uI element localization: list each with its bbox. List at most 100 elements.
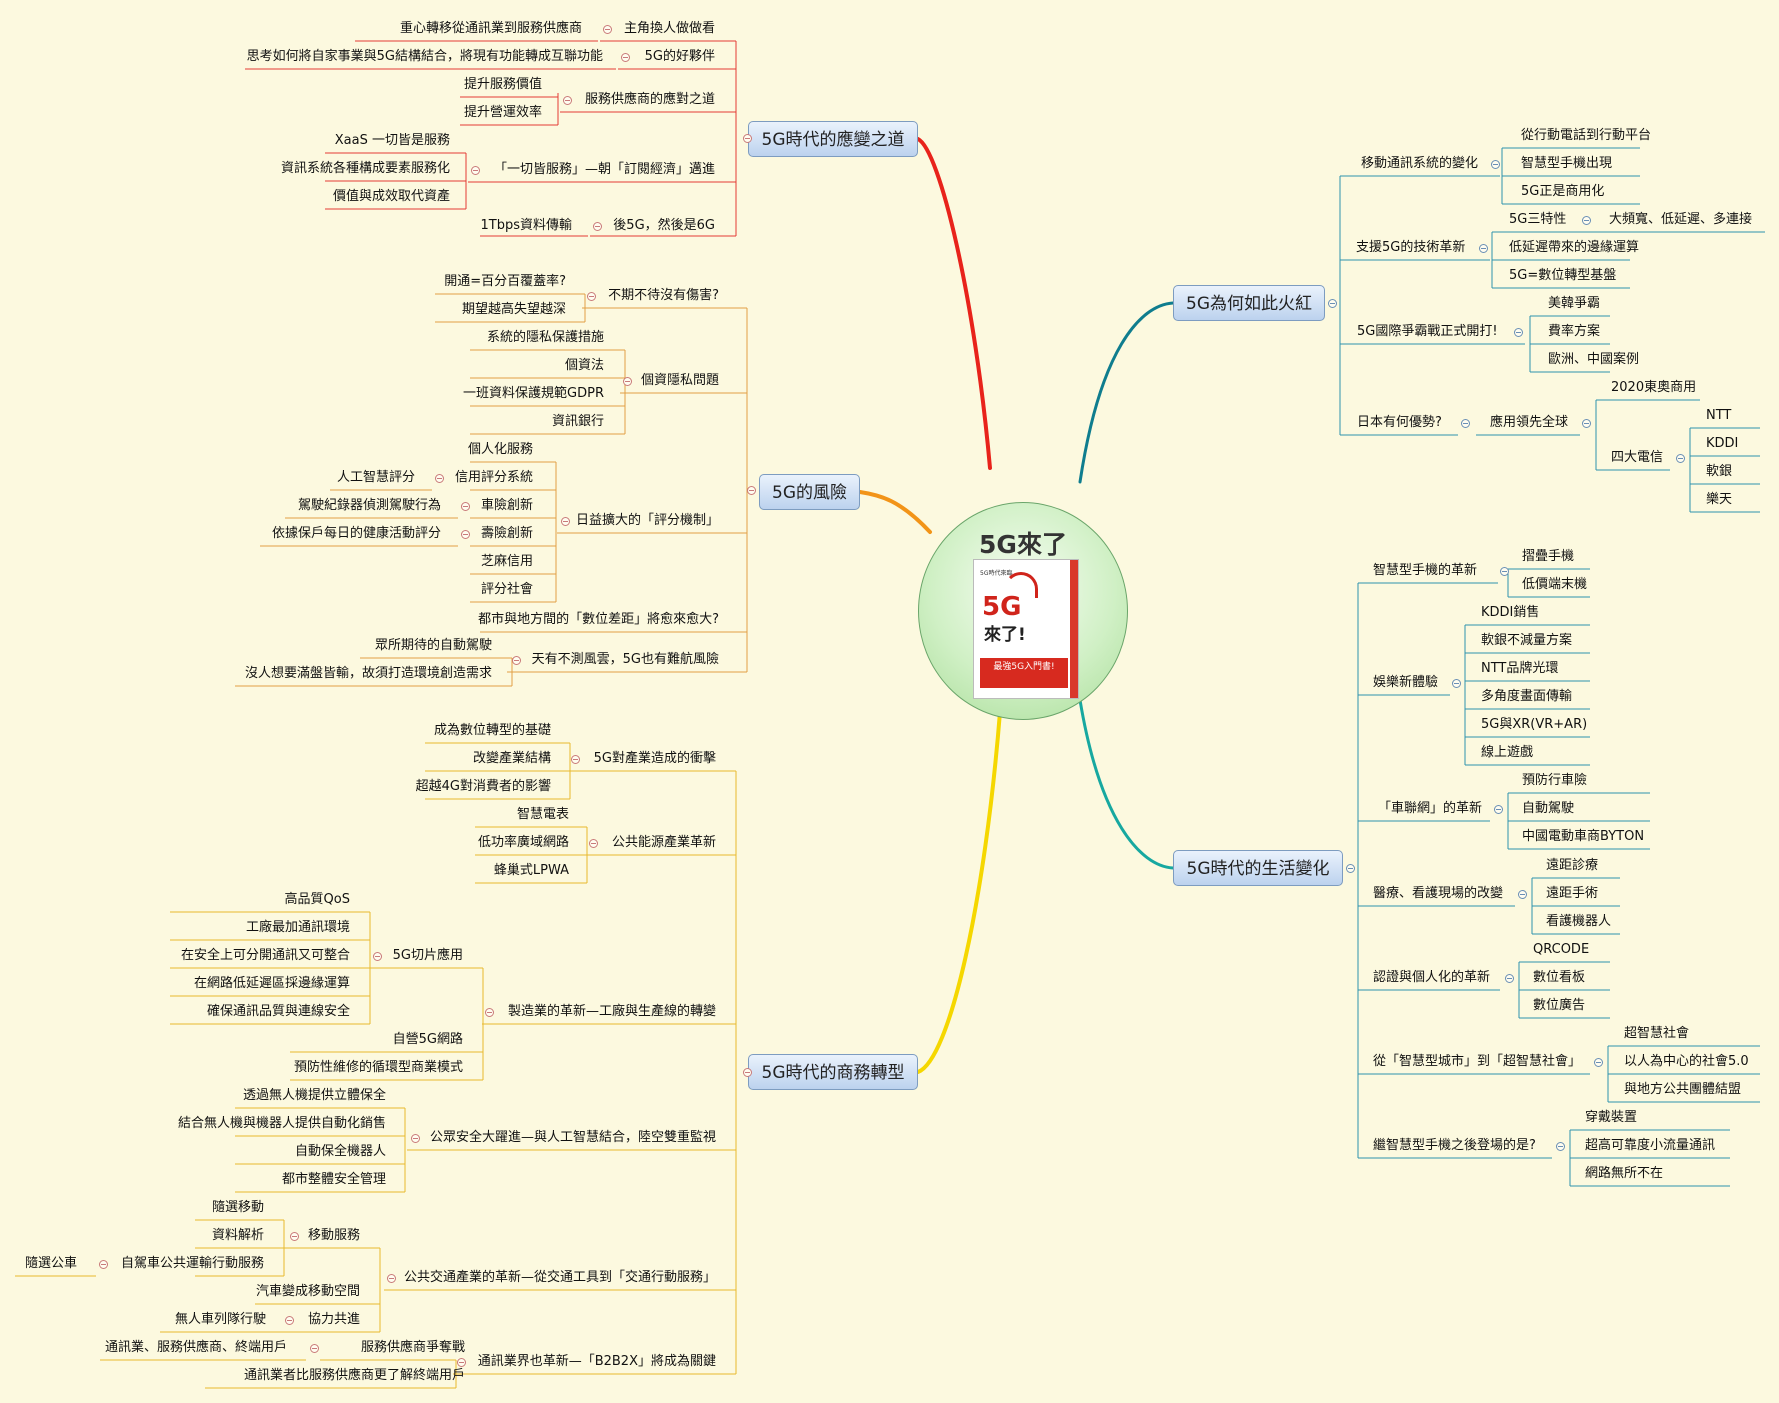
topic-label[interactable]: XaaS 一切皆是服務 [334,133,450,148]
main-topic-why[interactable]: 5G為何如此火紅 [1173,285,1325,321]
topic-label[interactable]: 無人車列隊行駛 [174,1312,266,1327]
topic-label[interactable]: 高品質QoS [284,892,350,907]
topic-label[interactable]: 5G與XR(VR+AR) [1481,717,1588,732]
topic-label[interactable]: 支援5G的技術革新 [1356,240,1466,255]
topic-label[interactable]: 美韓爭霸 [1548,296,1601,311]
topic-label[interactable]: 思考如何將自家事業與5G結構結合，將現有功能轉成互聯功能 [246,49,603,64]
collapse-toggle-icon[interactable] [1491,160,1500,169]
topic-label[interactable]: 天有不測風雲，5G也有難航風險 [531,652,719,667]
main-topic-business[interactable]: 5G時代的商務轉型 [748,1054,918,1090]
topic-label[interactable]: 成為數位轉型的基礎 [433,723,551,738]
topic-label[interactable]: 線上遊戲 [1481,745,1534,760]
collapse-toggle-icon[interactable] [1582,419,1591,428]
topic-label[interactable]: 摺疊手機 [1522,549,1575,564]
topic-label[interactable]: 評分社會 [480,582,533,597]
collapse-toggle-icon[interactable] [512,656,521,665]
collapse-toggle-icon[interactable] [1518,890,1527,899]
collapse-toggle-icon[interactable] [1328,299,1337,308]
collapse-toggle-icon[interactable] [99,1260,108,1269]
topic-label[interactable]: 公眾安全大躍進—與人工智慧結合，陸空雙重監視 [429,1130,716,1145]
topic-label[interactable]: 自動保全機器人 [294,1144,386,1159]
topic-label[interactable]: 低價端末機 [1522,577,1588,592]
topic-label[interactable]: 5G的好夥伴 [644,49,715,64]
topic-label[interactable]: 一班資料保護規範GDPR [463,386,604,401]
topic-label[interactable]: 「車聯網」的革新 [1378,801,1483,816]
topic-label[interactable]: 隨選移動 [211,1200,264,1215]
collapse-toggle-icon[interactable] [1494,805,1503,814]
topic-label[interactable]: 主角換人做做看 [623,21,715,36]
collapse-toggle-icon[interactable] [743,134,752,143]
central-topic[interactable]: 5G來了 5G時代來臨 5G 來了! 最強5G入門書! [918,502,1128,720]
topic-label[interactable]: 預防性維修的循環型商業模式 [293,1060,463,1075]
topic-label[interactable]: 日益擴大的「評分機制」 [575,513,719,528]
topic-label[interactable]: 從「智慧型城市」到「超智慧社會」 [1373,1054,1582,1069]
topic-label[interactable]: 通訊業者比服務供應商更了解終端用戶 [243,1368,465,1383]
topic-label[interactable]: 資料解析 [211,1228,264,1243]
topic-label[interactable]: 在網路低延遲區採邊緣運算 [193,976,350,991]
topic-label[interactable]: KDDI銷售 [1481,605,1540,620]
topic-label[interactable]: NTT品牌光環 [1481,661,1559,676]
topic-label[interactable]: 信用評分系統 [454,470,533,485]
collapse-toggle-icon[interactable] [571,755,580,764]
topic-label[interactable]: 眾所期待的自動駕駛 [374,638,492,653]
topic-label[interactable]: 車險創新 [480,498,533,513]
topic-label[interactable]: 軟銀不減量方案 [1481,633,1573,648]
topic-label[interactable]: 5G對產業造成的衝擊 [593,751,716,766]
topic-label[interactable]: 預防行車險 [1522,773,1588,788]
collapse-toggle-icon[interactable] [1452,679,1461,688]
topic-label[interactable]: 自駕車公共運輸行動服務 [120,1256,264,1271]
collapse-toggle-icon[interactable] [1505,974,1514,983]
topic-label[interactable]: 遠距手術 [1546,886,1599,901]
collapse-toggle-icon[interactable] [1479,244,1488,253]
collapse-toggle-icon[interactable] [1461,419,1470,428]
collapse-toggle-icon[interactable] [589,839,598,848]
main-topic-risk[interactable]: 5G的風險 [759,474,860,510]
topic-label[interactable]: 通訊業、服務供應商、終端用戶 [104,1340,287,1355]
topic-label[interactable]: 5G三特性 [1509,212,1567,227]
topic-label[interactable]: 2020東奧商用 [1611,380,1697,395]
topic-label[interactable]: 資訊銀行 [551,414,604,429]
collapse-toggle-icon[interactable] [1556,1142,1565,1151]
topic-label[interactable]: 娛樂新體驗 [1373,675,1439,690]
collapse-toggle-icon[interactable] [461,530,470,539]
topic-label[interactable]: 移動服務 [307,1228,360,1243]
collapse-toggle-icon[interactable] [457,1358,466,1367]
topic-label[interactable]: 汽車變成移動空間 [255,1284,360,1299]
topic-label[interactable]: 大頻寬、低延遲、多連接 [1609,212,1753,227]
topic-label[interactable]: 穿戴裝置 [1585,1110,1638,1125]
topic-label[interactable]: 協力共進 [307,1312,360,1327]
topic-label[interactable]: 智慧型手機出現 [1521,156,1613,171]
main-topic-change[interactable]: 5G時代的應變之道 [748,121,918,157]
topic-label[interactable]: 5G切片應用 [392,948,463,963]
topic-label[interactable]: 提升服務價值 [463,77,542,92]
topic-label[interactable]: 超越4G對消費者的影響 [415,779,551,794]
topic-label[interactable]: 通訊業界也革新—「B2B2X」將成為關鍵 [477,1354,716,1369]
topic-label[interactable]: 改變產業結構 [472,751,551,766]
topic-label[interactable]: 結合無人機與機器人提供自動化銷售 [177,1116,386,1131]
topic-label[interactable]: 服務供應商的應對之道 [584,92,715,107]
topic-label[interactable]: 看護機器人 [1546,914,1612,929]
collapse-toggle-icon[interactable] [1500,567,1509,576]
topic-label[interactable]: 軟銀 [1706,464,1733,479]
topic-label[interactable]: 5G正是商用化 [1521,184,1605,199]
topic-label[interactable]: 透過無人機提供立體保全 [242,1088,386,1103]
topic-label[interactable]: 沒人想要滿盤皆輸，故須打造環境創造需求 [244,666,492,681]
topic-label[interactable]: 醫療、看護現場的改變 [1373,886,1504,901]
topic-label[interactable]: 認證與個人化的革新 [1373,970,1491,985]
topic-label[interactable]: 資訊系統各種構成要素服務化 [280,161,450,176]
collapse-toggle-icon[interactable] [1514,328,1523,337]
collapse-toggle-icon[interactable] [290,1232,299,1241]
collapse-toggle-icon[interactable] [471,166,480,175]
collapse-toggle-icon[interactable] [563,96,572,105]
topic-label[interactable]: 公共交通產業的革新—從交通工具到「交通行動服務」 [403,1270,716,1285]
collapse-toggle-icon[interactable] [1582,216,1591,225]
collapse-toggle-icon[interactable] [561,517,570,526]
topic-label[interactable]: 5G國際爭霸戰正式開打! [1357,324,1498,339]
topic-label[interactable]: 智慧電表 [516,807,569,822]
topic-label[interactable]: 公共能源產業革新 [611,835,716,850]
topic-label[interactable]: 與地方公共團體結盟 [1624,1082,1742,1097]
topic-label[interactable]: 後5G，然後是6G [613,218,715,233]
topic-label[interactable]: 遠距診療 [1546,858,1599,873]
topic-label[interactable]: 個人化服務 [467,442,533,457]
topic-label[interactable]: 樂天 [1706,492,1733,507]
